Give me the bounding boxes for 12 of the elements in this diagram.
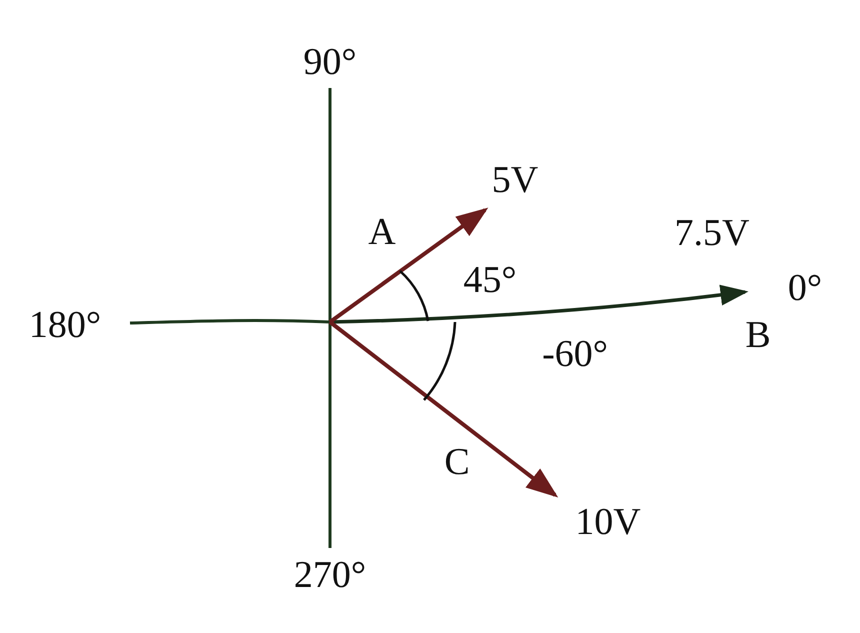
axis-label: 7.5V (674, 214, 750, 252)
axis-label: 180° (28, 306, 102, 344)
axis-label: C (444, 443, 470, 481)
axis-label: 270° (294, 556, 366, 594)
axis-label: 10V (575, 503, 641, 541)
axis-label: -60° (542, 335, 608, 373)
axis-label: A (368, 213, 396, 251)
axis-label: 90° (303, 43, 357, 81)
axis-label: 5V (492, 161, 538, 199)
axis-label: 0° (788, 269, 822, 307)
axis-label: 45° (463, 261, 517, 299)
axis-label: B (745, 316, 771, 354)
